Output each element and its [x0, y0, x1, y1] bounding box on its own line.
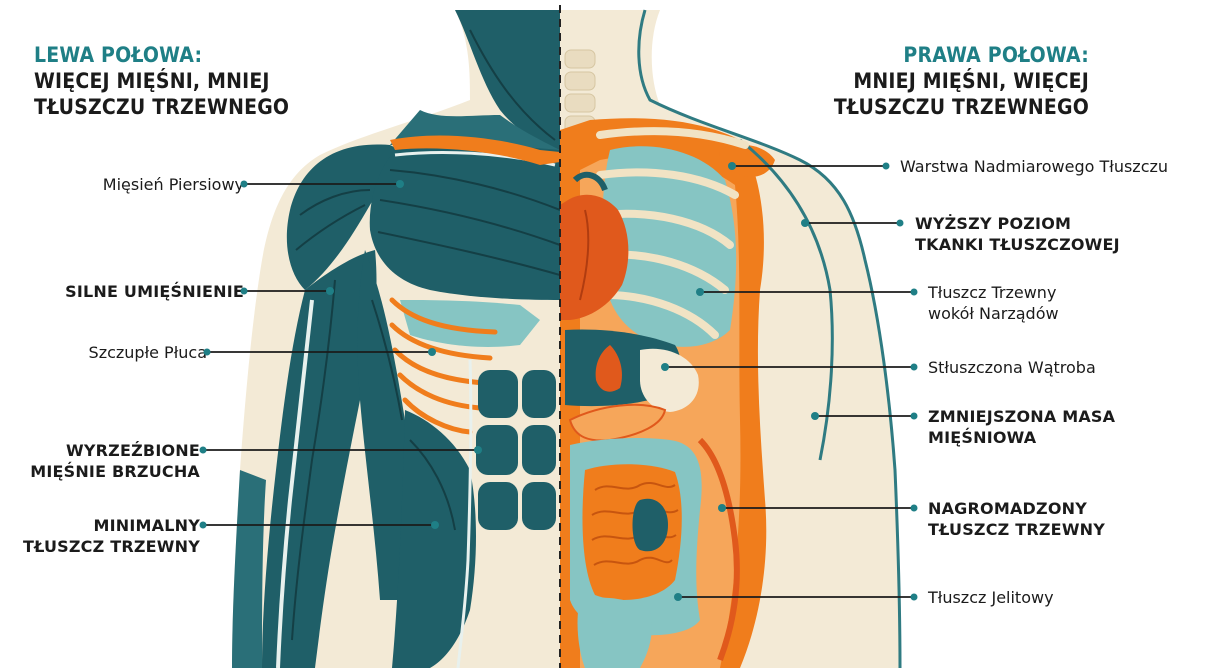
label-higher-fat-tissue: WYŻSZY POZIOM TKANKI TŁUSZCZOWEJ [915, 213, 1120, 255]
label-reduced-muscle-mass: ZMNIEJSZONA MASA MIĘŚNIOWA [928, 406, 1115, 448]
label-strong-muscles: SILNE UMIĘŚNIENIE [65, 281, 244, 302]
label-fatty-liver: Stłuszczona Wątroba [928, 357, 1096, 378]
label-accumulated-visceral-fat: NAGROMADZONY TŁUSZCZ TRZEWNY [928, 498, 1105, 540]
abdominal-muscles [476, 370, 556, 530]
right-heading: PRAWA POŁOWA: MNIEJ MIĘŚNI, WIĘCEJ TŁUSZ… [834, 42, 1089, 120]
left-heading: LEWA POŁOWA: WIĘCEJ MIĘŚNI, MNIEJ TŁUSZC… [34, 42, 289, 120]
label-minimal-visceral-fat: MINIMALNY TŁUSZCZ TRZEWNY [23, 515, 200, 557]
label-pectoral: Mięsień Piersiowy [103, 174, 244, 195]
label-lean-lungs: Szczupłe Płuca [89, 342, 207, 363]
left-heading-title: LEWA POŁOWA: [34, 42, 289, 68]
label-excess-fat-layer: Warstwa Nadmiarowego Tłuszczu [900, 156, 1168, 177]
kidney [633, 499, 669, 552]
right-heading-subtitle: MNIEJ MIĘŚNI, WIĘCEJ TŁUSZCZU TRZEWNEGO [834, 68, 1089, 120]
bladder [578, 598, 652, 668]
label-sculpted-abs: WYRZEŹBIONE MIĘŚNIE BRZUCHA [30, 440, 200, 482]
right-heading-title: PRAWA POŁOWA: [834, 42, 1089, 68]
label-intestinal-fat: Tłuszcz Jelitowy [928, 587, 1054, 608]
left-heading-subtitle: WIĘCEJ MIĘŚNI, MNIEJ TŁUSZCZU TRZEWNEGO [34, 68, 289, 120]
label-visceral-fat-organs: Tłuszcz Trzewny wokół Narządów [928, 282, 1059, 324]
